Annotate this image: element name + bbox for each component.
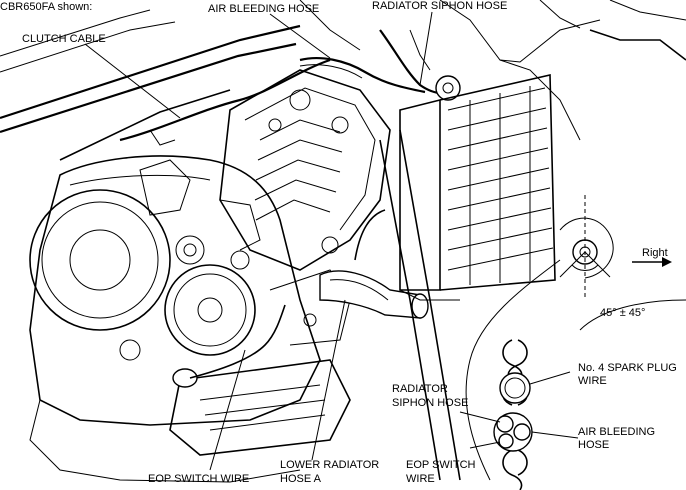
crankcase <box>29 155 321 483</box>
air-bleeding-hose <box>299 57 426 94</box>
leader-air-bleeding-hose <box>269 13 331 59</box>
label-detail-eop-1: EOP SWITCH <box>406 459 476 471</box>
stator-cover <box>119 250 256 361</box>
label-detail-siphon-1: RADIATOR <box>392 383 448 395</box>
oil-pan <box>169 359 351 456</box>
label-spark-plug-wire-2: WIRE <box>578 375 607 387</box>
leader-lines <box>84 11 579 471</box>
leader-detail-siphon <box>459 411 501 423</box>
labels: CBR650FA shown: AIR BLEEDING HOSE RADIAT… <box>0 0 677 485</box>
label-angle: 45° ± 45° <box>600 307 645 319</box>
radiator-siphon-hose <box>379 29 461 101</box>
cylinder-head <box>219 69 391 271</box>
leader-detail-air <box>531 431 579 439</box>
label-right: Right <box>642 247 668 259</box>
label-detail-air-1: AIR BLEEDING <box>578 426 655 438</box>
label-lower-radiator-1: LOWER RADIATOR <box>280 459 379 471</box>
clutch-cover <box>29 189 205 331</box>
label-detail-siphon-2: SIPHON HOSE <box>392 397 468 409</box>
label-detail-eop-2: WIRE <box>406 473 435 485</box>
label-eop-switch-wire: EOP SWITCH WIRE <box>148 473 249 485</box>
label-lower-radiator-2: HOSE A <box>280 473 322 485</box>
label-spark-plug-wire-1: No. 4 SPARK PLUG <box>578 362 677 374</box>
model-note: CBR650FA shown: <box>0 1 92 13</box>
leader-lower-radiator-hose <box>311 299 346 461</box>
direction-indicator <box>559 195 672 300</box>
clutch-cable <box>119 58 331 146</box>
fork-tube <box>379 129 461 481</box>
label-radiator-siphon-hose: RADIATOR SIPHON HOSE <box>372 0 507 12</box>
leader-clutch-cable <box>84 43 181 119</box>
right-arrowhead-icon <box>662 257 672 267</box>
detail-inset <box>465 259 686 490</box>
leader-spark-plug-wire <box>529 371 571 385</box>
eop-switch <box>172 304 286 388</box>
leader-detail-eop <box>469 441 501 449</box>
leader-radiator-siphon-hose <box>419 11 433 86</box>
engine-details <box>139 159 351 346</box>
label-detail-air-2: HOSE <box>578 439 609 451</box>
label-air-bleeding-hose: AIR BLEEDING HOSE <box>208 3 319 15</box>
frame-lines <box>0 0 686 161</box>
label-clutch-cable: CLUTCH CABLE <box>22 33 106 45</box>
lower-radiator-hose <box>319 209 429 319</box>
radiator <box>399 74 556 301</box>
leader-eop-switch-wire <box>209 349 246 471</box>
